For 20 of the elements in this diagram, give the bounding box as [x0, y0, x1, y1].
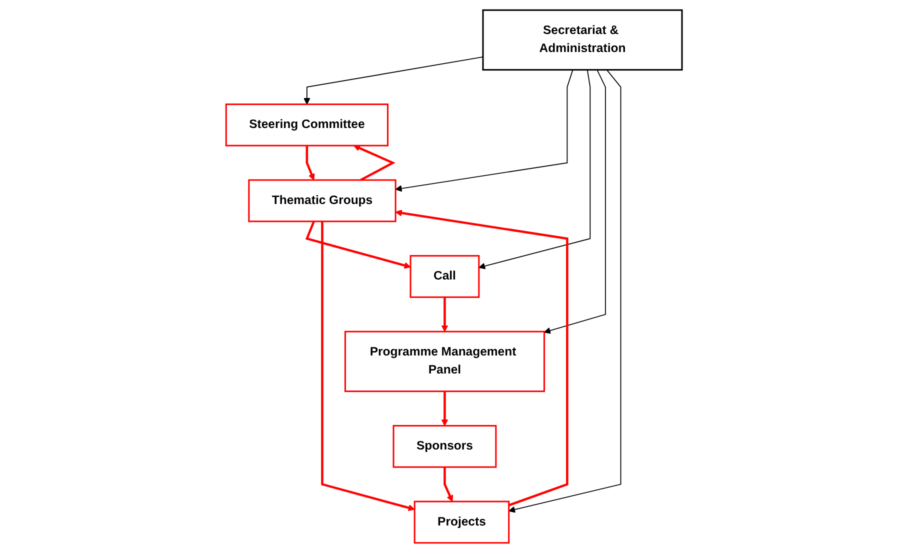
arrow: [508, 68, 622, 512]
arrow: [305, 220, 411, 268]
node-box: Call: [410, 254, 480, 298]
node-box: Projects: [414, 500, 510, 544]
arrow: [478, 68, 591, 269]
arrow: [544, 68, 606, 334]
arrow: [353, 144, 396, 181]
node-box: Programme Management Panel: [344, 330, 545, 392]
node-box: Thematic Groups: [248, 178, 396, 222]
arrow: [321, 220, 415, 511]
arrow: [441, 390, 448, 426]
arrow: [395, 209, 568, 506]
arrow: [441, 296, 448, 332]
arrow: [444, 466, 453, 502]
node-box: Sponsors: [392, 424, 497, 468]
node-box: Secretariat & Administration: [482, 8, 683, 70]
arrow: [306, 145, 315, 180]
arrow: [304, 56, 484, 104]
node-box: Steering Committee: [225, 103, 388, 146]
arrow: [395, 68, 574, 192]
